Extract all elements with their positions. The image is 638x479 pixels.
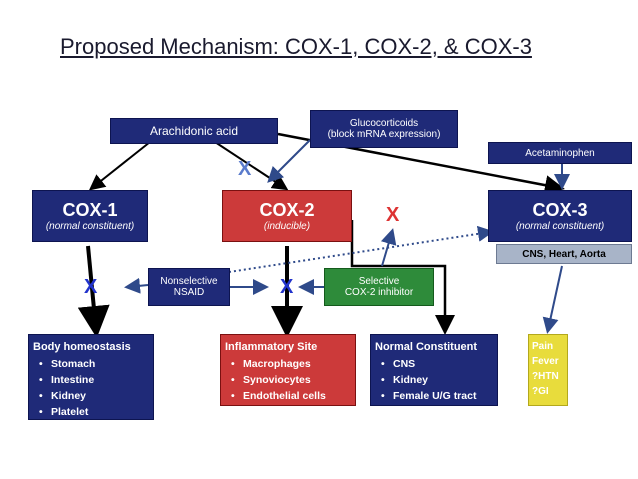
cox3-sub: (normal constituent) [515, 221, 605, 232]
pain-item: Pain [532, 341, 554, 352]
arrow-cox1-down [77, 245, 110, 338]
arrow-cox2-normal [350, 220, 455, 335]
normal-constituent-title: Normal Constituent [375, 341, 478, 353]
cox3-label: COX-3 [532, 200, 588, 220]
x-mark-cox2-block: X [386, 204, 400, 226]
dotted-nsaid-cox3 [228, 225, 494, 273]
nonselective-line1: Nonselective [160, 276, 218, 287]
list-item: Intestine [39, 372, 149, 388]
cox3-box: COX-3 (normal constituent) [488, 190, 632, 242]
inflammatory-title: Inflammatory Site [225, 341, 318, 353]
cox2-label: COX-2 [259, 200, 315, 220]
list-item: CNS [381, 356, 493, 372]
inflammatory-list: Macrophages Synoviocytes Endothelial cel… [225, 356, 351, 404]
acetaminophen-box: Acetaminophen [488, 142, 632, 164]
arrow-gluco [267, 139, 311, 183]
glucocorticoids-line2: (block mRNA expression) [327, 129, 441, 140]
arrow-aa-cox1 [88, 141, 151, 191]
cns-heart-label: CNS, Heart, Aorta [522, 248, 606, 260]
list-item: Stomach [39, 356, 149, 372]
x-mark-gluco: X [238, 158, 252, 180]
selective-line1: Selective [358, 276, 400, 287]
cox1-sub: (normal constituent) [45, 221, 135, 232]
cox1-box: COX-1 (normal constituent) [32, 190, 148, 242]
arrow-nsaid-left [124, 277, 149, 294]
page-title: Proposed Mechanism: COX-1, COX-2, & COX-… [60, 34, 532, 59]
arachidonic-acid-label: Arachidonic acid [149, 124, 239, 138]
nonselective-line2: NSAID [173, 287, 205, 298]
cox2-box: COX-2 (inducible) [222, 190, 352, 242]
normal-constituent-box: Normal Constituent CNS Kidney Female U/G… [370, 334, 498, 406]
nonselective-nsaid-box: Nonselective NSAID [148, 268, 230, 306]
arrow-cox3-pain [542, 265, 563, 334]
list-item: Kidney [381, 372, 493, 388]
list-item: Endothelial cells [231, 388, 351, 404]
list-item: Female U/G tract [381, 388, 493, 404]
body-homeostasis-list: Stomach Intestine Kidney Platelet [33, 356, 149, 420]
gi-item: ?GI [532, 386, 549, 397]
cns-heart-box: CNS, Heart, Aorta [496, 244, 632, 264]
body-homeostasis-title: Body homeostasis [33, 341, 131, 353]
arrow-selective-up [380, 228, 397, 267]
list-item: Platelet [39, 404, 149, 420]
x-mark-cox1: X [84, 276, 98, 298]
pain-fever-box: Pain Fever ?HTN ?GI [528, 334, 568, 406]
normal-constituent-list: CNS Kidney Female U/G tract [375, 356, 493, 404]
x-mark-cox2-nsaid: X [280, 276, 294, 298]
glucocorticoids-box: Glucocorticoids (block mRNA expression) [310, 110, 458, 148]
arachidonic-acid-box: Arachidonic acid [110, 118, 278, 144]
list-item: Synoviocytes [231, 372, 351, 388]
glucocorticoids-line1: Glucocorticoids [349, 118, 419, 129]
selective-line2: COX-2 inhibitor [344, 287, 414, 298]
body-homeostasis-box: Body homeostasis Stomach Intestine Kidne… [28, 334, 154, 420]
inflammatory-site-box: Inflammatory Site Macrophages Synoviocyt… [220, 334, 356, 406]
cox2-sub: (inducible) [263, 221, 311, 232]
fever-item: Fever [532, 356, 559, 367]
acetaminophen-label: Acetaminophen [525, 147, 595, 159]
htn-item: ?HTN [532, 371, 559, 382]
cox1-label: COX-1 [62, 200, 118, 220]
list-item: Kidney [39, 388, 149, 404]
selective-inhibitor-box: Selective COX-2 inhibitor [324, 268, 434, 306]
list-item: Macrophages [231, 356, 351, 372]
